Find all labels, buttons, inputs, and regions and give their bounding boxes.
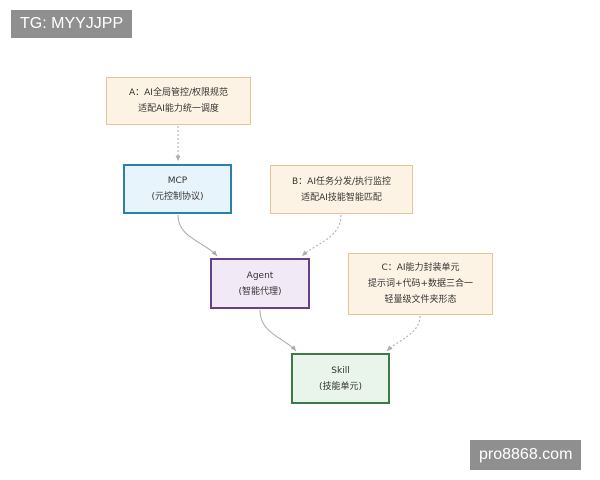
node-agent: Agent (智能代理) bbox=[210, 258, 310, 309]
note-c-line2: 提示词+代码+数据三合一 bbox=[367, 279, 474, 289]
node-mcp-subtitle: (元控制协议) bbox=[151, 192, 204, 202]
watermark-bottom-right: pro8868.com bbox=[470, 440, 582, 470]
note-c: C：AI能力封装单元 提示词+代码+数据三合一 轻量级文件夹形态 bbox=[348, 253, 493, 315]
edge-note-b-to-agent bbox=[301, 214, 342, 257]
node-mcp-title: MCP bbox=[167, 176, 188, 186]
watermark-top-left: TG: MYYJJPP bbox=[11, 10, 133, 38]
note-a: A：AI全局管控/权限规范 适配AI能力统一调度 bbox=[106, 77, 251, 125]
node-mcp: MCP (元控制协议) bbox=[123, 164, 232, 214]
note-c-line1: C：AI能力封装单元 bbox=[381, 263, 460, 273]
node-agent-title: Agent bbox=[246, 270, 274, 281]
note-b-line2: 适配AI技能智能匹配 bbox=[301, 192, 382, 203]
note-b-line1: B：AI任务分发/执行监控 bbox=[291, 176, 392, 187]
node-skill: Skill (技能单元) bbox=[291, 353, 390, 404]
edge-note-c-to-skill bbox=[386, 315, 421, 352]
edge-agent-to-skill bbox=[259, 309, 297, 352]
node-skill-title: Skill bbox=[331, 365, 350, 376]
note-a-line1: A：AI全局管控/权限规范 bbox=[128, 88, 228, 98]
note-a-line2: 适配AI能力统一调度 bbox=[138, 104, 219, 114]
note-c-line3: 轻量级文件夹形态 bbox=[384, 295, 457, 305]
note-b: B：AI任务分发/执行监控 适配AI技能智能匹配 bbox=[270, 165, 413, 214]
edge-mcp-to-agent bbox=[177, 214, 218, 257]
node-skill-subtitle: (技能单元) bbox=[318, 381, 363, 392]
node-agent-subtitle: (智能代理) bbox=[238, 286, 282, 297]
